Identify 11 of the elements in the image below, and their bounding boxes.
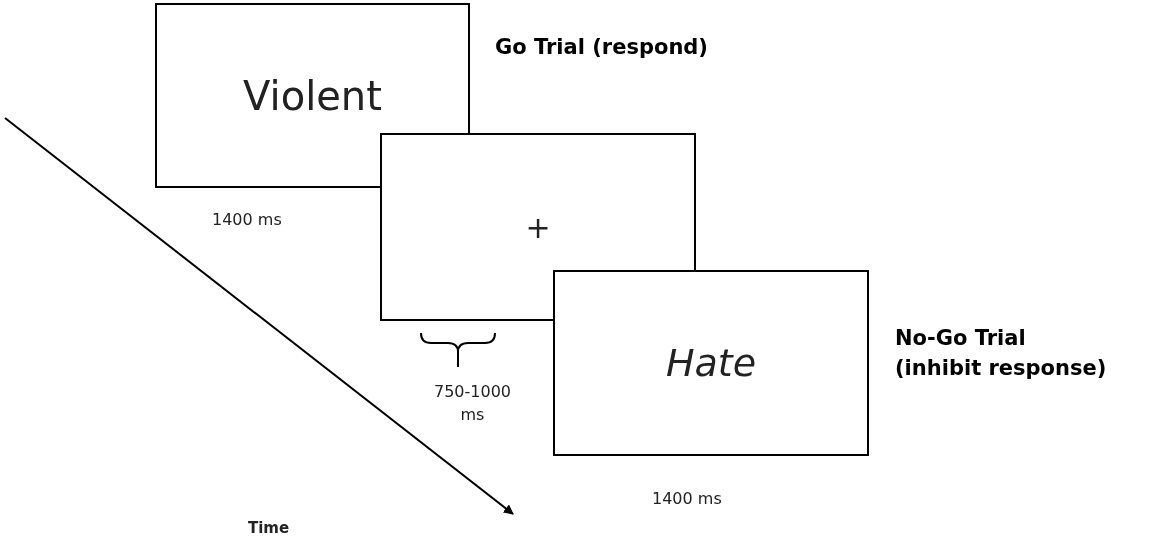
trial-heading: No-Go Trial (inhibit response) (895, 325, 1107, 383)
axis-label: Time (248, 518, 290, 539)
stimulus-word: Violent (243, 72, 382, 119)
duration-label: 750-1000 ms (433, 381, 512, 427)
trial-heading: Go Trial (respond) (495, 34, 708, 61)
duration-label: 1400 ms (652, 488, 722, 510)
fixation-cross: + (525, 209, 551, 245)
stimulus-word: Hate (665, 341, 757, 385)
stimulus-screen (553, 270, 869, 456)
duration-label: 1400 ms (212, 209, 282, 231)
stimulus-screen (155, 3, 470, 188)
